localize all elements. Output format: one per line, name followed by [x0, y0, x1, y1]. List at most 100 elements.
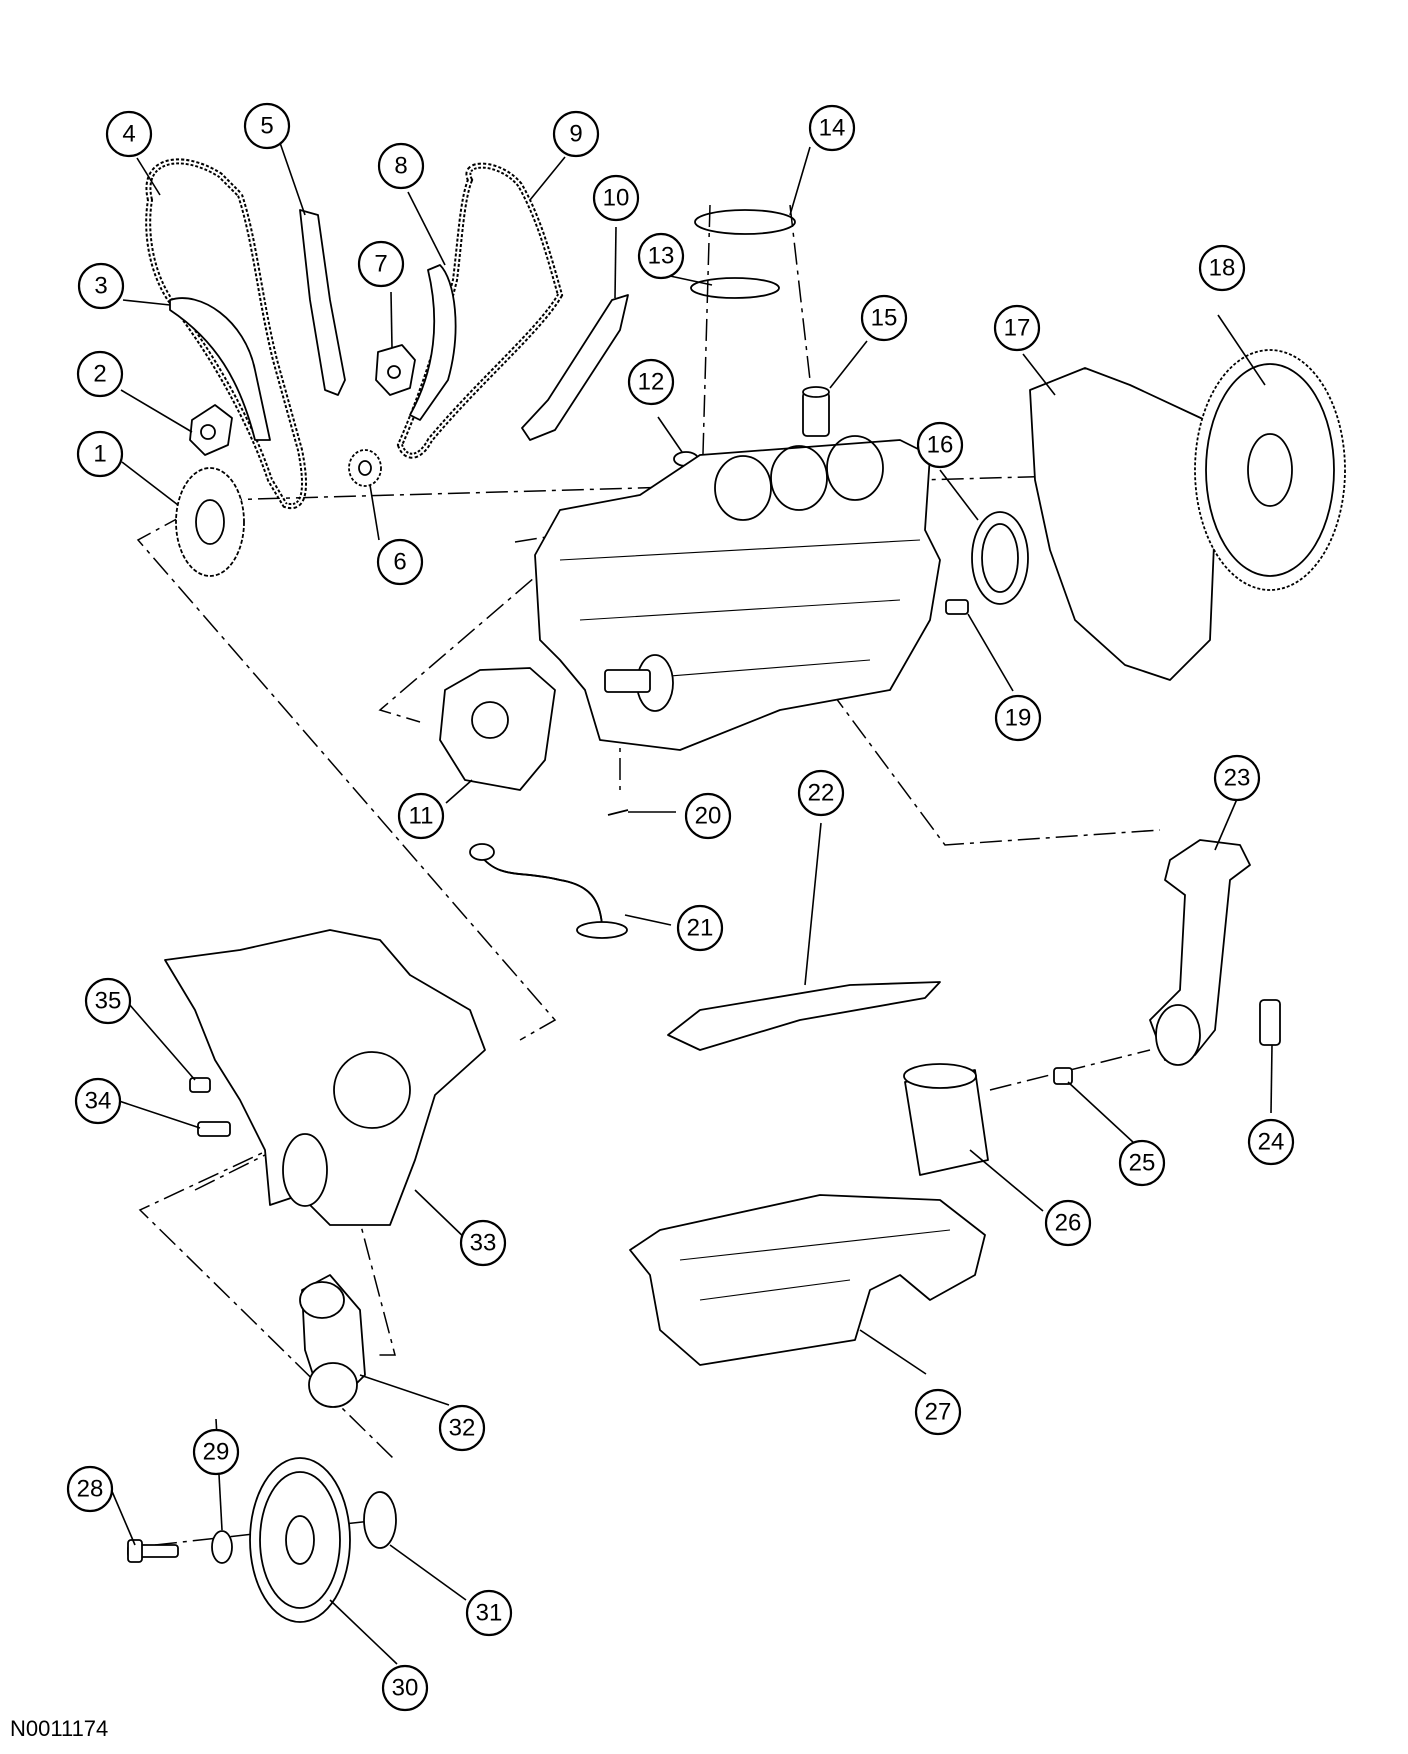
- callout-19: 19: [994, 694, 1042, 742]
- pulley-washer: [211, 1530, 233, 1564]
- chain-guide-right: [521, 294, 629, 441]
- callout-20: 20: [684, 792, 732, 840]
- callout-number: 20: [695, 803, 722, 830]
- callout-3: 3: [77, 262, 125, 310]
- callout-number: 21: [687, 915, 714, 942]
- flywheel: [1194, 349, 1346, 591]
- chain-tensioner-left: [189, 404, 233, 456]
- oil-filter-adapter: [1149, 839, 1251, 1066]
- callout-11: 11: [397, 792, 445, 840]
- callout-26: 26: [1044, 1199, 1092, 1247]
- callout-number: 11: [409, 803, 434, 830]
- oil-filter-nipple: [1053, 1067, 1073, 1085]
- drawing-id: N0011174: [10, 1716, 109, 1741]
- tensioner-arm: [299, 209, 346, 396]
- callout-number: 17: [1004, 315, 1031, 342]
- callout-number: 25: [1129, 1150, 1156, 1177]
- oil-pickup-tube: [469, 843, 628, 939]
- callout-number: 6: [393, 549, 406, 576]
- callout-32: 32: [438, 1404, 486, 1452]
- callout-number: 30: [392, 1675, 419, 1702]
- callout-number: 3: [94, 273, 107, 300]
- timing-chain-right: [396, 162, 564, 459]
- leader-lines: [110, 136, 1273, 1665]
- front-crank-seal: [363, 1491, 397, 1549]
- callout-29: 29: [192, 1428, 240, 1476]
- chain-tensioner-center: [375, 344, 416, 396]
- oil-pump: [439, 667, 556, 791]
- gasket-13: [690, 277, 780, 299]
- gasket-14: [694, 209, 796, 235]
- knock-sensor: [945, 599, 969, 615]
- callout-number: 15: [871, 305, 898, 332]
- callout-27: 27: [914, 1388, 962, 1436]
- callout-number: 7: [374, 251, 387, 278]
- callout-number: 31: [476, 1600, 503, 1627]
- windage-tray: [667, 981, 941, 1051]
- callout-number: 1: [93, 441, 106, 468]
- callout-17: 17: [993, 304, 1041, 352]
- callout-number: 12: [638, 369, 665, 396]
- callout-31: 31: [465, 1589, 513, 1637]
- chain-guide-center: [409, 264, 457, 421]
- callout-number: 5: [260, 113, 273, 140]
- callout-number: 22: [808, 780, 835, 807]
- oil-pressure-sensor: [1259, 999, 1281, 1046]
- callout-number: 32: [449, 1415, 476, 1442]
- callout-33: 33: [459, 1219, 507, 1267]
- callout-21: 21: [676, 904, 724, 952]
- callout-13: 13: [637, 232, 685, 280]
- callout-number: 2: [93, 361, 106, 388]
- callout-number: 4: [122, 121, 135, 148]
- callout-18: 18: [1198, 244, 1246, 292]
- callout-22: 22: [797, 769, 845, 817]
- callout-9: 9: [552, 110, 600, 158]
- rear-main-seal: [971, 511, 1029, 605]
- part-drawings: [127, 158, 1346, 1623]
- front-cover-stud: [197, 1121, 231, 1137]
- callout-number: 14: [819, 115, 846, 142]
- callout-25: 25: [1118, 1139, 1166, 1187]
- callout-28: 28: [66, 1465, 114, 1513]
- callout-5: 5: [243, 102, 291, 150]
- callout-15: 15: [860, 294, 908, 342]
- callout-6: 6: [376, 538, 424, 586]
- callout-number: 9: [569, 121, 582, 148]
- callout-14: 14: [808, 104, 856, 152]
- callout-24: 24: [1247, 1118, 1295, 1166]
- callout-number: 33: [470, 1230, 497, 1257]
- callout-number: 29: [203, 1439, 230, 1466]
- pulley-bolt: [127, 1539, 179, 1563]
- callout-4: 4: [105, 110, 153, 158]
- callout-number: 16: [927, 432, 954, 459]
- engine-rear-plate: [1029, 367, 1216, 681]
- callout-35: 35: [84, 977, 132, 1025]
- callout-30: 30: [381, 1664, 429, 1712]
- crankshaft-pulley: [249, 1457, 351, 1623]
- engine-front-cover: [164, 929, 486, 1226]
- dowel-pin: [607, 809, 629, 816]
- callout-10: 10: [592, 174, 640, 222]
- callout-34: 34: [74, 1077, 122, 1125]
- oil-filter: [903, 1063, 989, 1176]
- idler-sprocket: [348, 449, 382, 487]
- callout-number: 18: [1209, 255, 1236, 282]
- callout-23: 23: [1213, 754, 1261, 802]
- sleeve: [802, 386, 830, 437]
- callout-1: 1: [76, 430, 124, 478]
- callout-16: 16: [916, 421, 964, 469]
- oil-pan: [629, 1194, 986, 1366]
- crankshaft-sprocket: [175, 467, 245, 577]
- callout-12: 12: [627, 358, 675, 406]
- callout-number: 23: [1224, 765, 1251, 792]
- callout-8: 8: [377, 142, 425, 190]
- callout-number: 24: [1258, 1129, 1285, 1156]
- callout-number: 28: [77, 1476, 104, 1503]
- callout-number: 35: [95, 988, 122, 1015]
- engine-block: [534, 435, 941, 751]
- belt-tensioner: [299, 1274, 366, 1408]
- callout-number: 13: [648, 243, 675, 270]
- callout-number: 26: [1055, 1210, 1082, 1237]
